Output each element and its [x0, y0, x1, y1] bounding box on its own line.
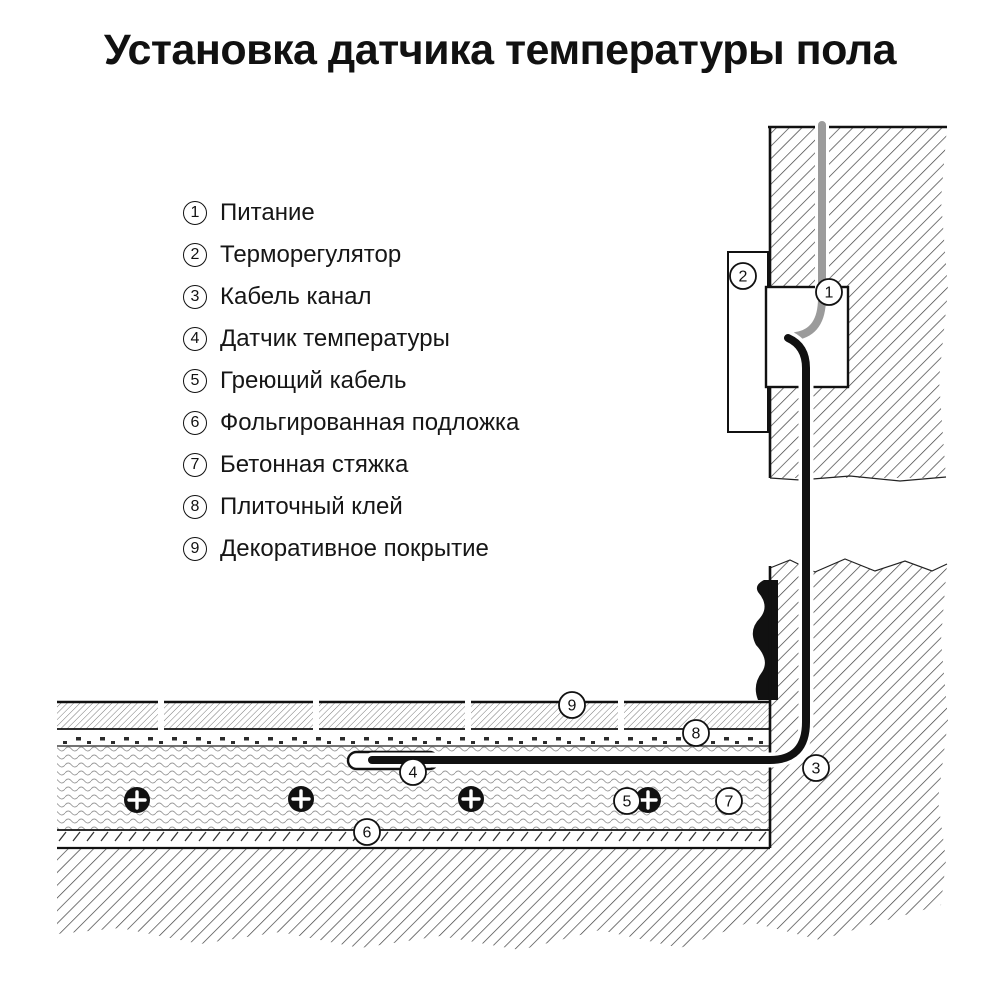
legend: 1 Питание 2 Терморегулятор 3 Кабель кана…: [183, 192, 519, 570]
legend-item-label: Декоративное покрытие: [220, 535, 489, 562]
callout-cable-channel: 3: [802, 754, 830, 782]
legend-number-badge: 9: [183, 537, 207, 561]
svg-text:3: 3: [812, 761, 821, 778]
svg-text:9: 9: [568, 698, 577, 715]
heating-cable-section: [635, 787, 661, 813]
corner-sealant-blob: [752, 580, 778, 700]
legend-item: 5 Греющий кабель: [183, 360, 519, 402]
svg-text:8: 8: [692, 726, 701, 743]
legend-item: 8 Плиточный клей: [183, 486, 519, 528]
adhesive-layer: [57, 730, 770, 747]
callout-decorative-covering: 9: [558, 691, 586, 719]
legend-item-label: Кабель канал: [220, 283, 372, 310]
legend-item: 7 Бетонная стяжка: [183, 444, 519, 486]
diagram-callouts: 1 2 3 4 5 6 7: [353, 262, 843, 846]
legend-item: 9 Декоративное покрытие: [183, 528, 519, 570]
svg-text:6: 6: [363, 825, 372, 842]
svg-text:1: 1: [825, 285, 834, 302]
legend-item-label: Датчик температуры: [220, 325, 450, 352]
legend-item-label: Терморегулятор: [220, 241, 402, 268]
callout-heating-cable: 5: [613, 787, 641, 815]
legend-number-badge: 8: [183, 495, 207, 519]
legend-item: 6 Фольгированная подложка: [183, 402, 519, 444]
legend-item-label: Плиточный клей: [220, 493, 403, 520]
svg-text:5: 5: [623, 794, 632, 811]
legend-number-badge: 4: [183, 327, 207, 351]
heating-cable-sections: [124, 786, 661, 813]
callout-foil-underlay: 6: [353, 818, 381, 846]
legend-item-label: Фольгированная подложка: [220, 409, 520, 436]
heating-cable-section: [124, 787, 150, 813]
legend-number-badge: 5: [183, 369, 207, 393]
legend-item: 2 Терморегулятор: [183, 234, 519, 276]
svg-text:2: 2: [739, 269, 748, 286]
legend-number-badge: 1: [183, 201, 207, 225]
svg-text:4: 4: [409, 765, 418, 782]
floor-layers: [57, 699, 770, 850]
legend-item-label: Питание: [220, 199, 315, 226]
cable-run: [364, 330, 814, 768]
callout-temperature-sensor: 4: [399, 758, 427, 786]
callout-concrete-screed: 7: [715, 787, 743, 815]
legend-item-label: Греющий кабель: [220, 367, 407, 394]
callout-tile-adhesive: 8: [682, 719, 710, 747]
legend-number-badge: 7: [183, 453, 207, 477]
svg-text:7: 7: [725, 794, 734, 811]
legend-number-badge: 6: [183, 411, 207, 435]
heating-cable-section: [458, 786, 484, 812]
callout-power: 1: [815, 278, 843, 306]
wall-section-lower-and-base: [57, 558, 948, 950]
tile-layer: [57, 699, 770, 731]
legend-number-badge: 3: [183, 285, 207, 309]
legend-item-label: Бетонная стяжка: [220, 451, 409, 478]
legend-number-badge: 2: [183, 243, 207, 267]
foil-underlay-layer: [57, 829, 770, 850]
legend-item: 3 Кабель канал: [183, 276, 519, 318]
callout-thermostat: 2: [729, 262, 757, 290]
legend-item: 4 Датчик температуры: [183, 318, 519, 360]
legend-item: 1 Питание: [183, 192, 519, 234]
page-title: Установка датчика температуры пола: [103, 26, 897, 74]
heating-cable-section: [288, 786, 314, 812]
